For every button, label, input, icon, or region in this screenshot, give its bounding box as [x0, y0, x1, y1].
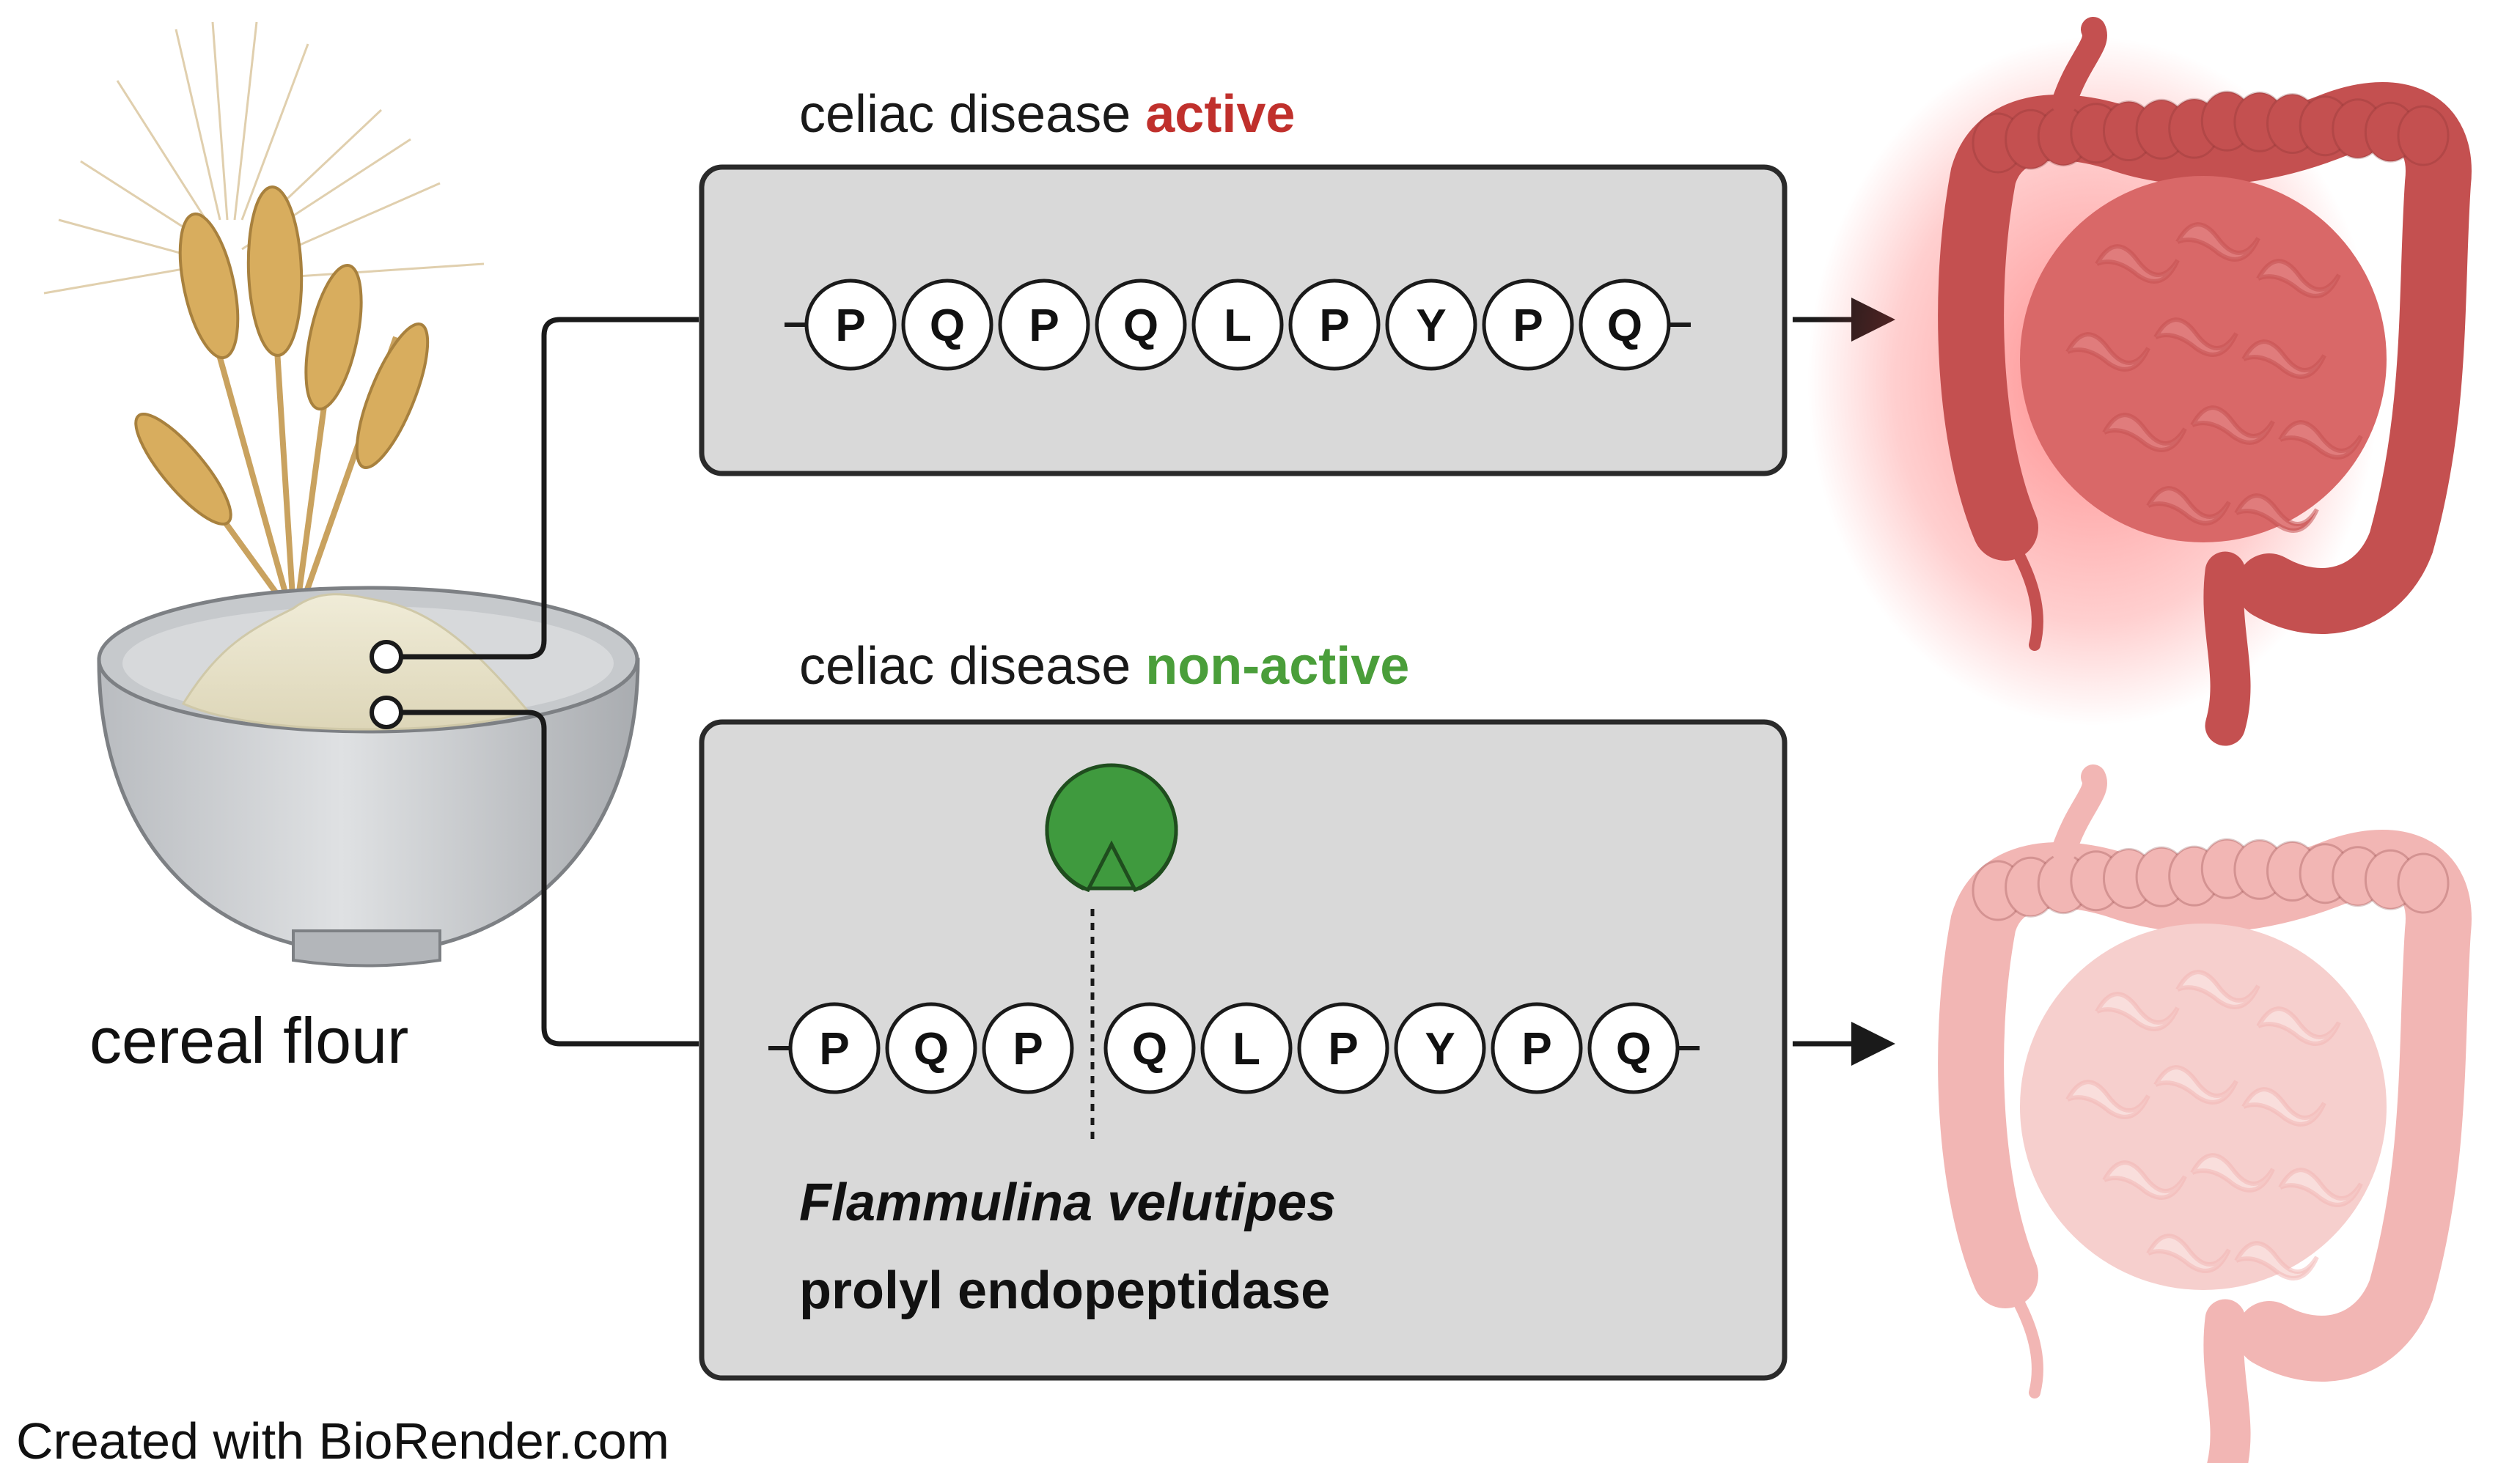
residue-label: Q [914, 1024, 949, 1075]
residue-circle [998, 279, 1090, 371]
residue-circle [1095, 279, 1187, 371]
residue-circle [1491, 1002, 1583, 1094]
residue-label: P [1513, 301, 1543, 351]
bowl-icon [97, 586, 640, 968]
residue-label: Q [930, 301, 965, 351]
residue-label: Q [1616, 1024, 1651, 1075]
residue-circle [1482, 279, 1574, 371]
inactive-panel-heading: celiac disease non-active [799, 637, 1409, 696]
connector-node-bottom [370, 696, 403, 729]
wheat-bundle-icon [43, 21, 485, 611]
connector-node-top [370, 640, 403, 674]
residue-circle [804, 279, 897, 371]
active-panel-heading: celiac disease active [799, 85, 1295, 144]
credit-label: Created with BioRender.com [16, 1412, 669, 1463]
residue-circle [1288, 279, 1381, 371]
residue-label: L [1233, 1024, 1260, 1075]
residue-label: P [1319, 301, 1349, 351]
residue-circle [885, 1002, 977, 1094]
residue-label: P [819, 1024, 849, 1075]
residue-circle [982, 1002, 1074, 1094]
residue-label: Q [1132, 1024, 1167, 1075]
residue-circle [1191, 279, 1284, 371]
enzyme-body-icon [1045, 763, 1178, 893]
residue-label: P [1029, 301, 1059, 351]
residue-circle [1200, 1002, 1293, 1094]
enzyme-name-label: prolyl endopeptidase [799, 1261, 1330, 1320]
residue-circle [1103, 1002, 1196, 1094]
arrow-to-healthy-gut [1793, 1022, 1895, 1066]
residue-circle [788, 1002, 881, 1094]
healthy-intestine-icon [1938, 764, 2472, 1463]
connector-lines [402, 317, 699, 1047]
residue-label: Y [1425, 1024, 1455, 1075]
active-status-label: active [1145, 85, 1295, 144]
residue-label: Q [1123, 301, 1158, 351]
residue-circle [1297, 1002, 1389, 1094]
residue-label: Y [1416, 301, 1446, 351]
residue-label: P [1328, 1024, 1358, 1075]
residue-label: Q [1607, 301, 1642, 351]
residue-circle [1394, 1002, 1486, 1094]
inflamed-intestine-icon [1807, 17, 2472, 746]
enzyme-species-label: Flammulina velutipes [799, 1173, 1336, 1232]
residue-circle [901, 279, 993, 371]
residue-label: P [835, 301, 865, 351]
residue-label: P [1521, 1024, 1551, 1075]
flour-label: cereal flour [89, 1004, 408, 1077]
residue-label: L [1224, 301, 1252, 351]
inactive-status-label: non-active [1145, 637, 1409, 696]
residue-circle [1385, 279, 1477, 371]
residue-label: P [1013, 1024, 1043, 1075]
